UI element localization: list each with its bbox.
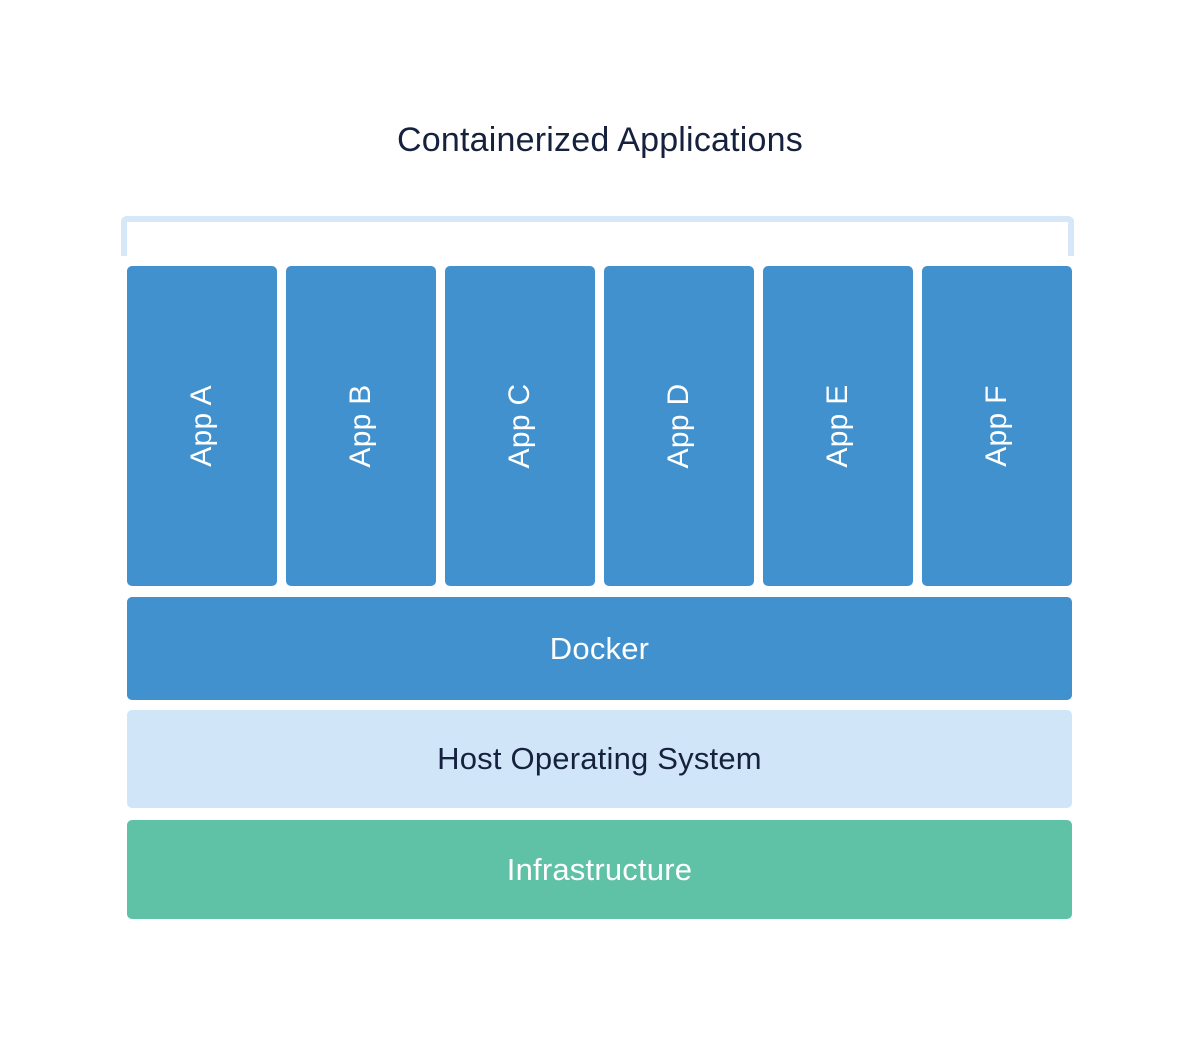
- app-container-d[interactable]: App D: [604, 266, 754, 586]
- app-container-label: App D: [662, 383, 695, 469]
- app-container-f[interactable]: App F: [922, 266, 1072, 586]
- app-container-label: App E: [821, 384, 854, 468]
- page-title: Containerized Applications: [397, 121, 803, 159]
- app-container-label: App A: [185, 385, 218, 467]
- app-container-c[interactable]: App C: [445, 266, 595, 586]
- app-container-label: App C: [503, 383, 536, 469]
- app-container-e[interactable]: App E: [763, 266, 913, 586]
- app-container-label: App B: [344, 384, 377, 468]
- layer-infrastructure[interactable]: Infrastructure: [127, 820, 1072, 919]
- layer-host-operating-system[interactable]: Host Operating System: [127, 710, 1072, 808]
- app-container-a[interactable]: App A: [127, 266, 277, 586]
- app-container-label: App F: [980, 385, 1013, 467]
- containerized-applications-bracket: [121, 216, 1074, 256]
- layer-docker[interactable]: Docker: [127, 597, 1072, 700]
- app-container-row: App A App B App C App D App E App F: [127, 266, 1072, 586]
- app-container-b[interactable]: App B: [286, 266, 436, 586]
